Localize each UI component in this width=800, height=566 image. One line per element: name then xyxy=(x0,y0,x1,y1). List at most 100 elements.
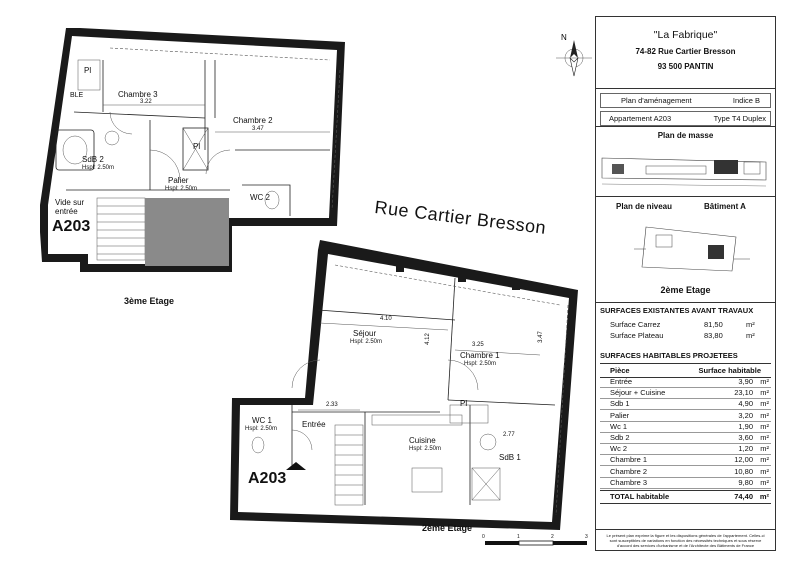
room-wc-1: WC 1 xyxy=(252,416,272,425)
project-name: "La Fabrique" xyxy=(653,29,718,41)
total-unit: m² xyxy=(759,492,769,501)
plan-type: Plan d'aménagement xyxy=(621,96,692,105)
rooms-table-header: Pièce Surface habitable xyxy=(600,363,771,378)
project-address: 74-82 Rue Cartier Bresson xyxy=(635,47,736,56)
plan-niveau-box: Plan de niveau Bâtiment A 2ème Etage xyxy=(596,197,775,303)
room-row-label: Sdb 2 xyxy=(610,433,630,442)
room-row-value: 3,90 xyxy=(738,377,753,386)
room-row-value: 3,20 xyxy=(738,410,753,420)
apt-code-top: A203 xyxy=(52,218,91,235)
room-row-unit: m² xyxy=(760,410,769,420)
room-row-unit: m² xyxy=(760,455,769,465)
scale-0: 0 xyxy=(482,534,485,540)
room-row: Sdb 1 4,90 m² xyxy=(600,398,771,411)
room-row-value: 4,90 xyxy=(738,399,753,409)
apartment-ref: Appartement A203 xyxy=(609,114,672,123)
room-palier: Palier xyxy=(168,176,189,185)
project-header: "La Fabrique" 74-82 Rue Cartier Bresson … xyxy=(596,17,775,89)
apt-code-bottom: A203 xyxy=(248,470,287,487)
placard-3: Pl xyxy=(460,399,468,408)
room-row-unit: m² xyxy=(760,388,769,398)
room-row-value: 23,10 xyxy=(734,388,753,398)
room-row-value: 3,60 xyxy=(738,433,753,442)
room-row-value: 9,80 xyxy=(738,477,753,487)
plan-info: Plan d'aménagement Indice B Appartement … xyxy=(596,89,775,127)
room-row: Palier 3,20 m² xyxy=(600,410,771,422)
room-row-label: Palier xyxy=(610,410,630,420)
room-row-value: 12,00 xyxy=(734,455,753,465)
scale-2: 2 xyxy=(551,534,554,540)
room-row-unit: m² xyxy=(760,477,769,487)
level-label: 2ème Etage xyxy=(660,285,711,295)
room-row-unit: m² xyxy=(760,399,769,409)
room-row-label: Entrée xyxy=(610,377,633,386)
scale-bar xyxy=(485,540,587,546)
room-palier-height: Hspl: 2.50m xyxy=(165,186,198,192)
surface-plateau-label: Surface Plateau xyxy=(610,331,664,340)
col-piece: Pièce xyxy=(610,366,630,375)
dim-410: 4.10 xyxy=(380,316,392,322)
room-row-label: Chambre 3 xyxy=(610,477,648,487)
title-block: "La Fabrique" 74-82 Rue Cartier Bresson … xyxy=(595,16,776,551)
room-row-label: Séjour + Cuisine xyxy=(610,388,666,398)
room-entree: Entrée xyxy=(302,420,326,429)
room-row: Sdb 2 3,60 m² xyxy=(600,432,771,444)
dim-322: 3.22 xyxy=(140,99,152,105)
room-row: Séjour + Cuisine 23,10 m² xyxy=(600,387,771,400)
dim-412: 4.12 xyxy=(424,333,431,345)
footnote-box: Le présent plan exprime la figure et les… xyxy=(596,529,775,552)
room-sdb-2: SdB 2 xyxy=(82,155,104,164)
room-cuisine-height: Hspl: 2.50m xyxy=(409,446,442,452)
surface-carrez-value: 81,50 xyxy=(704,320,723,329)
room-chambre-3: Chambre 3 xyxy=(118,90,158,99)
dim-347b: 3.47 xyxy=(537,331,544,343)
room-row-unit: m² xyxy=(760,377,769,386)
site-plan-thumbnail xyxy=(601,157,767,187)
surface-plateau-unit: m² xyxy=(746,331,755,340)
north-arrow-icon xyxy=(556,40,592,77)
room-row-value: 1,90 xyxy=(738,421,753,431)
void-label: Vide sur entrée xyxy=(55,198,85,216)
total-label: TOTAL habitable xyxy=(610,492,670,501)
ble-label: BLE xyxy=(70,92,84,99)
footnote: Le présent plan exprime la figure et les… xyxy=(606,533,765,548)
room-sejour: Séjour xyxy=(353,329,377,338)
surface-plateau-value: 83,80 xyxy=(704,331,723,340)
surface-carrez-unit: m² xyxy=(746,320,755,329)
plan-masse-title: Plan de masse xyxy=(657,131,714,140)
room-sdb-1: SdB 1 xyxy=(499,453,521,462)
batiment-title: Bâtiment A xyxy=(704,202,746,211)
svg-text:N: N xyxy=(561,33,567,42)
room-row-unit: m² xyxy=(760,433,769,442)
room-row: Entrée 3,90 m² xyxy=(600,376,771,388)
room-chambre-1: Chambre 1 xyxy=(460,351,500,360)
room-row-value: 1,20 xyxy=(738,444,753,454)
room-chambre-2: Chambre 2 xyxy=(233,116,273,125)
floor3-label: 3ème Etage xyxy=(124,296,175,306)
room-row-label: Wc 2 xyxy=(610,444,628,454)
dim-233: 2.33 xyxy=(326,402,338,408)
room-row: Chambre 3 9,80 m² xyxy=(600,477,771,489)
placard-1: Pl xyxy=(84,66,92,75)
surfaces-habitable-title: SURFACES HABITABLES PROJETEES xyxy=(600,351,738,360)
room-row-value: 10,80 xyxy=(734,466,753,476)
room-row-label: Sdb 1 xyxy=(610,399,630,409)
project-city: 93 500 PANTIN xyxy=(657,62,714,71)
dim-277: 2.77 xyxy=(503,432,515,438)
second-floor-plan xyxy=(230,240,578,530)
room-row-unit: m² xyxy=(760,444,769,454)
floor-plan-drawing: N xyxy=(40,28,592,546)
plan-masse-box: Plan de masse xyxy=(596,127,775,197)
scale-3: 3 xyxy=(585,534,588,540)
total-value: 74,40 xyxy=(734,492,753,501)
plan-niveau-title: Plan de niveau xyxy=(616,202,673,211)
room-chambre-1-height: Hspl: 2.50m xyxy=(464,361,497,367)
col-surface: Surface habitable xyxy=(698,366,761,375)
dim-347: 3.47 xyxy=(252,126,264,132)
surfaces-existing-title: SURFACES EXISTANTES AVANT TRAVAUX xyxy=(600,306,754,315)
room-cuisine: Cuisine xyxy=(409,436,436,445)
